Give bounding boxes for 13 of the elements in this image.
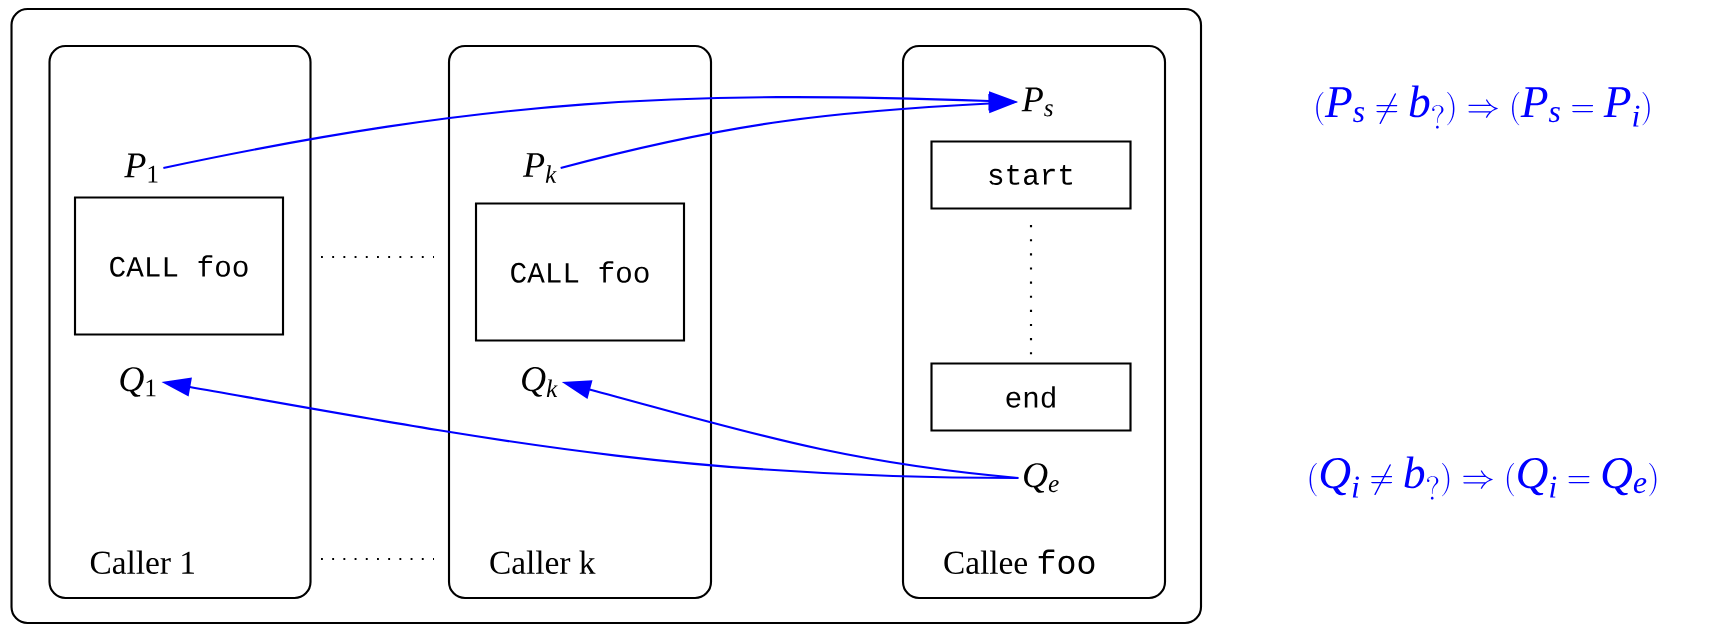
variable-label: $P_k$ xyxy=(522,153,557,183)
variable-label: $Q_1$ xyxy=(120,367,156,397)
variable-label: $P_1$ xyxy=(124,153,158,183)
formula: $(Q_i \neq b_?) \Rightarrow (Q_i = Q_e)$ xyxy=(1309,456,1657,500)
variable-label: $Q_k$ xyxy=(522,367,558,397)
variable-label: $Q_e$ xyxy=(1024,463,1059,493)
formula: $(P_s \neq b_?) \Rightarrow (P_s = P_i)$ xyxy=(1316,85,1650,129)
code-box: CALL foo xyxy=(73,196,285,336)
code-box: start xyxy=(930,140,1132,210)
variable-label: $P_s$ xyxy=(1021,87,1053,117)
frame-box xyxy=(10,7,1203,625)
code-box: end xyxy=(930,362,1132,432)
code-box: CALL foo xyxy=(474,202,686,342)
